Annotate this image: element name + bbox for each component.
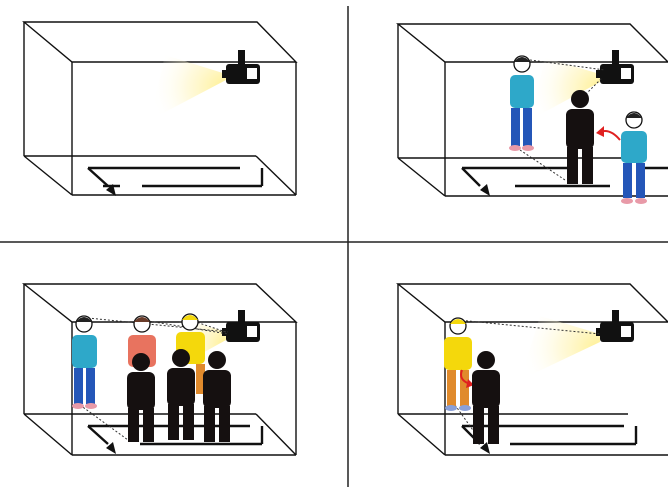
projector-icon [596,310,634,342]
panel-3 [24,284,296,455]
light-beam [520,316,600,380]
path-arrowhead [480,184,490,196]
floor-path [88,168,262,186]
projector-icon [222,310,260,342]
person-cyan [72,316,97,409]
movement-arrow [596,126,620,140]
projector-icon [596,50,634,84]
person-cyan-projection [509,56,534,151]
person-yellow [444,318,472,411]
shadow-silhouette [472,351,500,444]
room-box [24,284,296,455]
person-cyan [621,112,647,204]
panel-2 [398,24,668,204]
projector-icon [222,50,260,84]
panel-1 [24,22,296,196]
shadow-silhouette [203,351,231,442]
light-beam [150,55,226,120]
panel-4 [398,284,668,455]
shadow-silhouette [566,90,594,184]
